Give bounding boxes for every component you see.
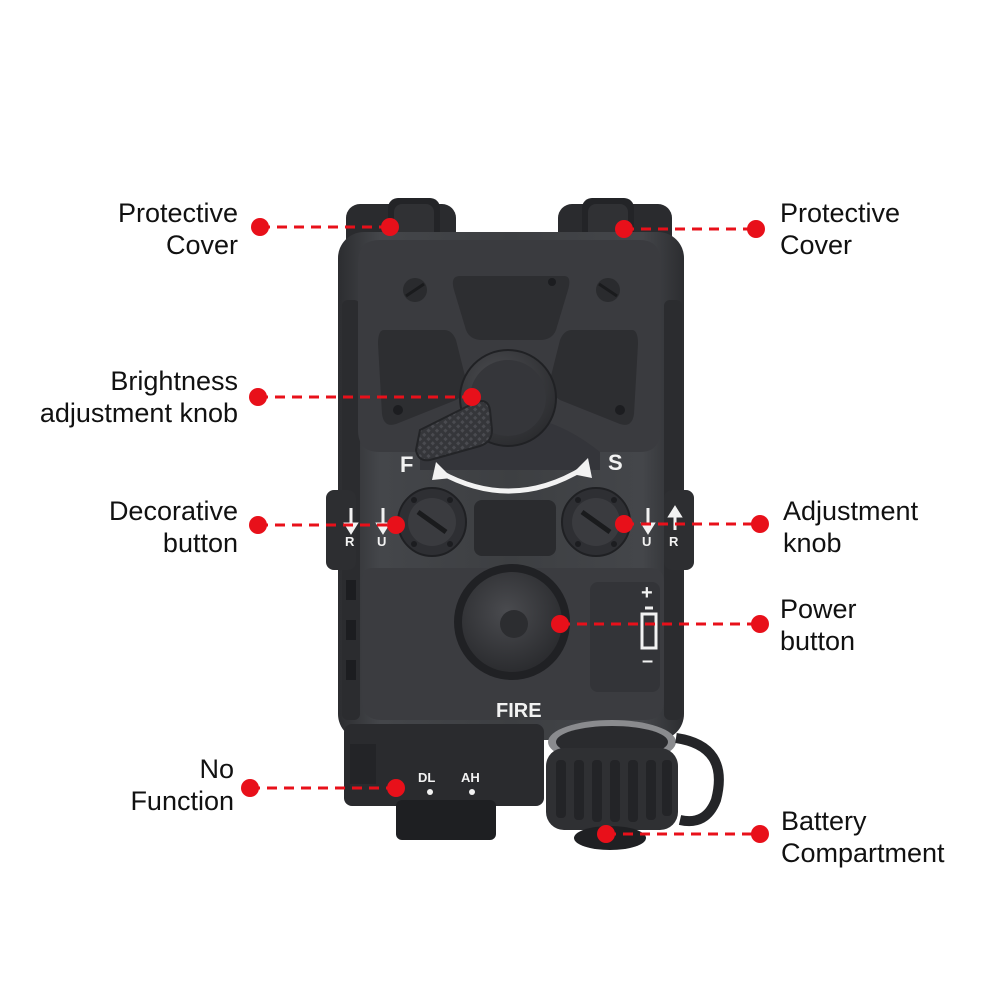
marking-plus: + bbox=[641, 582, 653, 604]
callout-dot bbox=[241, 779, 259, 797]
callout-dot bbox=[551, 615, 569, 633]
label-line: button bbox=[162, 528, 238, 558]
label-protective-cover-left: Protective Cover bbox=[118, 197, 238, 261]
label-line: Cover bbox=[780, 230, 853, 260]
marking-fire: FIRE bbox=[496, 700, 542, 722]
callout-dot bbox=[751, 615, 769, 633]
label-line: Protective bbox=[780, 198, 901, 228]
marking-r-left: R bbox=[345, 534, 355, 549]
adjustment-knob[interactable] bbox=[561, 487, 631, 557]
label-line: adjustment knob bbox=[39, 398, 238, 428]
label-line: Decorative bbox=[108, 496, 238, 526]
battery-cap[interactable] bbox=[546, 720, 724, 850]
callout-dot bbox=[387, 516, 405, 534]
marking-s: S bbox=[608, 450, 623, 475]
marking-f: F bbox=[400, 452, 414, 477]
label-adjustment-knob: Adjustment knob bbox=[783, 495, 918, 559]
marking-u-right: U bbox=[642, 534, 652, 549]
callout-dot bbox=[251, 218, 269, 236]
callout-dot bbox=[249, 516, 267, 534]
callout-dot bbox=[751, 825, 769, 843]
callout-dot bbox=[747, 220, 765, 238]
label-line: Function bbox=[130, 786, 234, 816]
side-switch-left[interactable] bbox=[326, 490, 356, 570]
label-line: Brightness bbox=[110, 366, 238, 396]
label-decorative-button: Decorative button bbox=[109, 495, 238, 559]
center-plate bbox=[474, 500, 556, 556]
label-line: Compartment bbox=[781, 838, 945, 868]
label-battery-compartment: Battery Compartment bbox=[781, 805, 945, 869]
label-line: Cover bbox=[165, 230, 238, 260]
battery-marking bbox=[640, 606, 658, 650]
label-line: Battery bbox=[781, 806, 867, 836]
marking-dl: DL bbox=[418, 770, 436, 785]
label-brightness-knob: Brightness adjustment knob bbox=[40, 365, 238, 429]
side-switch-right[interactable] bbox=[664, 490, 694, 570]
callout-dot bbox=[387, 779, 405, 797]
label-line: Power bbox=[780, 594, 857, 624]
callout-dot bbox=[463, 388, 481, 406]
label-line: Protective bbox=[117, 198, 238, 228]
callout-dot bbox=[249, 388, 267, 406]
callout-dot bbox=[615, 515, 633, 533]
label-line: knob bbox=[783, 528, 842, 558]
marking-u-left: U bbox=[377, 534, 387, 549]
fire-button[interactable] bbox=[454, 564, 570, 680]
callout-dot bbox=[381, 218, 399, 236]
callout-dot bbox=[615, 220, 633, 238]
label-no-function: No Function bbox=[130, 753, 234, 817]
label-power-button: Power button bbox=[780, 593, 857, 657]
mode-arc bbox=[432, 458, 592, 494]
label-line: button bbox=[780, 626, 856, 656]
label-protective-cover-right: Protective Cover bbox=[780, 197, 900, 261]
callout-dot bbox=[597, 825, 615, 843]
brightness-knob[interactable] bbox=[414, 349, 557, 462]
marking-r-right: R bbox=[669, 534, 679, 549]
callout-dot bbox=[751, 515, 769, 533]
marking-minus: – bbox=[642, 650, 654, 672]
label-line: No bbox=[199, 754, 234, 784]
label-line: Adjustment bbox=[783, 496, 919, 526]
marking-ah: AH bbox=[461, 770, 480, 785]
